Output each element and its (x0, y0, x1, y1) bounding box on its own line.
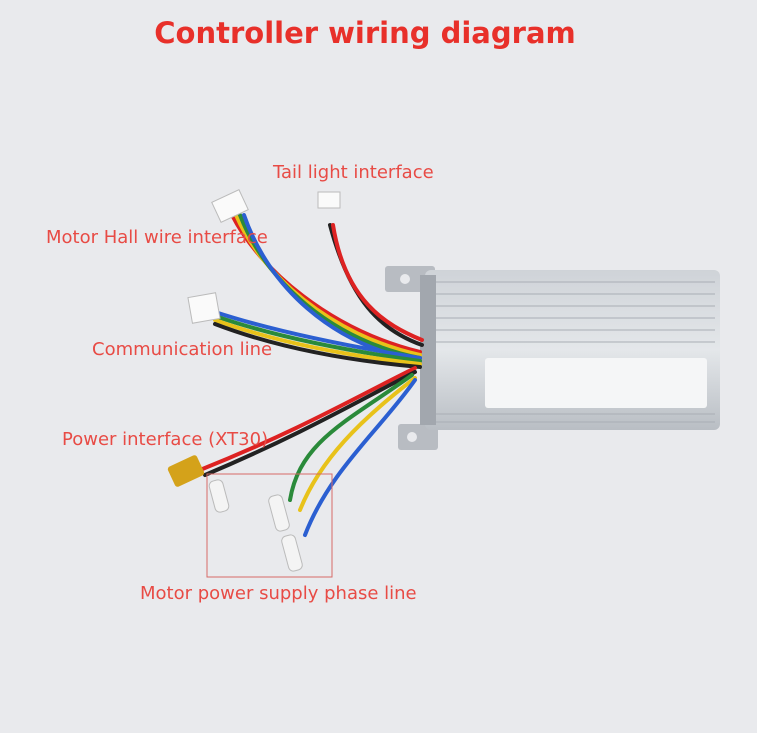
label-communication-line: Communication line (92, 339, 273, 360)
wire-bundle (198, 213, 424, 537)
label-power-interface: Power interface (XT30) (62, 429, 269, 450)
product-label-sticker (485, 358, 707, 408)
page-title: Controller wiring diagram (154, 16, 576, 50)
xt30-connector (167, 455, 205, 487)
tail-light-connector (317, 191, 341, 209)
label-tail-light-interface: Tail light interface (273, 162, 434, 183)
label-motor-phase-line: Motor power supply phase line (140, 583, 417, 604)
controller-housing (420, 270, 720, 430)
label-motor-hall-wire-interface: Motor Hall wire interface (46, 227, 268, 248)
communication-connector (187, 292, 221, 324)
phase-terminals (208, 479, 303, 572)
hall-connector (211, 189, 249, 223)
mounting-tab-bottom (398, 424, 438, 450)
phase-line-highlight-box (206, 473, 333, 578)
